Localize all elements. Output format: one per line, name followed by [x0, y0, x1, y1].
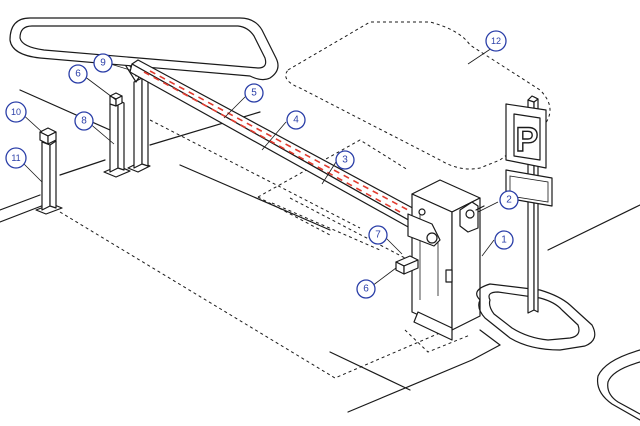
callout-4: 4 [286, 110, 306, 130]
callout-label: 2 [506, 195, 512, 206]
callout-7: 7 [368, 225, 388, 245]
callout-label: 1 [501, 235, 507, 246]
callout-label: 7 [375, 230, 381, 241]
callout-2: 2 [499, 190, 519, 210]
callout-3: 3 [335, 150, 355, 170]
callout-1: 1 [494, 230, 514, 250]
callout-label: 4 [293, 115, 299, 126]
island-top-left [9, 17, 279, 81]
callout-11: 11 [5, 147, 27, 169]
callout-label: 6 [75, 69, 81, 80]
island-far-right [596, 349, 640, 421]
post-11 [35, 137, 63, 215]
barrier-cabinet [407, 179, 485, 341]
island-bottom-right [476, 283, 596, 351]
post-8 [103, 92, 131, 178]
callout-6-bottom: 6 [356, 279, 376, 299]
callout-label: 9 [100, 58, 106, 69]
ground-lines [0, 89, 640, 413]
callout-8: 8 [74, 111, 94, 131]
callout-label: 8 [81, 116, 87, 127]
boom-arm [129, 59, 421, 229]
callout-label: 11 [11, 153, 20, 163]
callout-label: 6 [363, 284, 369, 295]
callout-9: 9 [93, 53, 113, 73]
callout-6-top: 6 [68, 64, 88, 84]
photocell-stub-6-7 [395, 255, 419, 275]
sign-letter: P [516, 121, 539, 159]
callout-label: 3 [342, 155, 348, 166]
callout-10: 10 [5, 101, 27, 123]
callout-5: 5 [244, 83, 264, 103]
callout-label: 5 [251, 88, 257, 99]
parking-sign: P [505, 95, 553, 314]
callout-label: 10 [11, 107, 21, 117]
callout-label: 12 [491, 36, 501, 46]
callout-12: 12 [485, 30, 507, 52]
boom-rest-9 [125, 65, 151, 173]
post-10-photocell [39, 127, 57, 145]
